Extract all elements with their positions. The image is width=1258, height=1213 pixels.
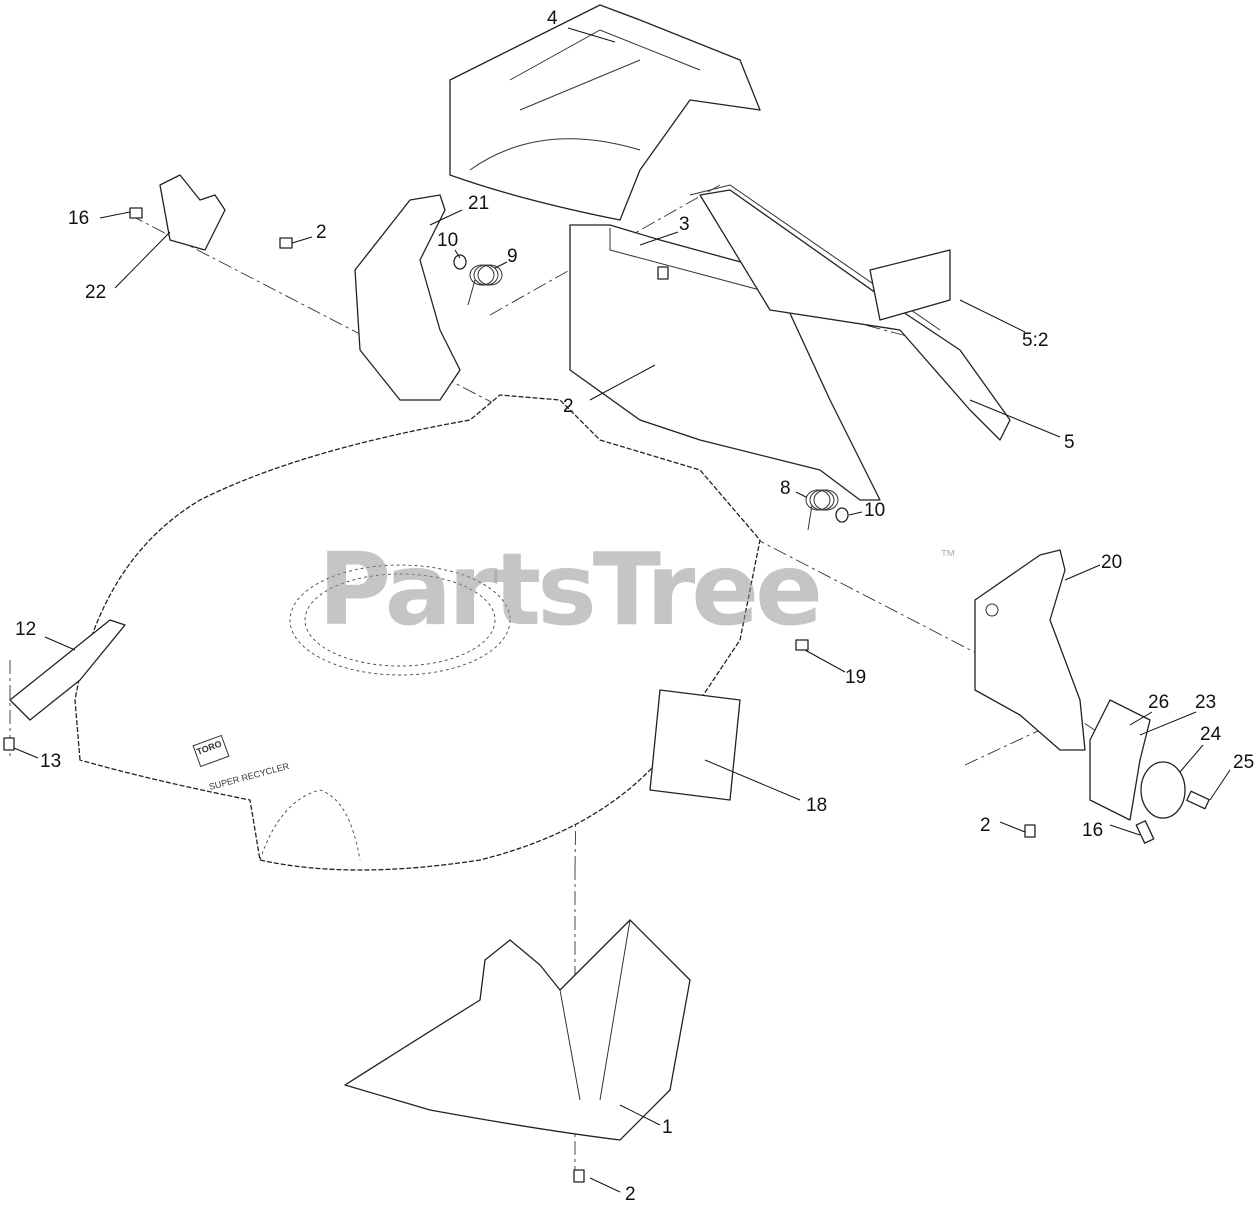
callout-label[interactable]: 20 bbox=[1101, 552, 1123, 573]
callout-label[interactable]: 10 bbox=[437, 230, 459, 251]
part-20-bracket bbox=[974, 549, 1086, 751]
callout-label[interactable]: 2 bbox=[563, 396, 574, 417]
callout-label[interactable]: 18 bbox=[806, 795, 828, 816]
callout-label[interactable]: 12 bbox=[15, 619, 37, 640]
part-22-plate bbox=[159, 174, 226, 251]
callout-label[interactable]: 5 bbox=[1064, 432, 1075, 453]
callout-label[interactable]: 4 bbox=[547, 8, 558, 29]
callout-label[interactable]: 1 bbox=[662, 1117, 673, 1138]
callout-label[interactable]: 5:2 bbox=[1022, 330, 1049, 351]
callout-label[interactable]: 16 bbox=[1082, 820, 1104, 841]
callout-label[interactable]: 2 bbox=[625, 1184, 636, 1205]
callout-label[interactable]: 22 bbox=[85, 282, 107, 303]
callout-label[interactable]: 25 bbox=[1233, 752, 1255, 773]
part-25-bolt bbox=[1186, 790, 1210, 810]
part-24-washer bbox=[1140, 761, 1186, 819]
callout-label[interactable]: 13 bbox=[40, 751, 62, 772]
callout-label[interactable]: 10 bbox=[864, 500, 886, 521]
mower-deck: SUPER RECYCLER TORO bbox=[74, 394, 761, 871]
callout-label[interactable]: 9 bbox=[507, 246, 518, 267]
part-10-washer-right bbox=[835, 507, 849, 523]
part-23-plate bbox=[1089, 699, 1151, 821]
part-18-flap bbox=[649, 689, 741, 801]
part-21-bracket bbox=[354, 194, 461, 401]
callout-label[interactable]: 26 bbox=[1148, 692, 1170, 713]
callout-label[interactable]: 23 bbox=[1195, 692, 1217, 713]
callout-label[interactable]: 2 bbox=[980, 815, 991, 836]
watermark-trademark: ™ bbox=[940, 548, 956, 565]
part-12-bar bbox=[9, 619, 126, 721]
part-1-lower-chute bbox=[344, 919, 691, 1141]
callout-label[interactable]: 3 bbox=[679, 214, 690, 235]
part-5-2-decal bbox=[869, 249, 951, 321]
part-4-upper-chute bbox=[449, 4, 761, 221]
leader-lines bbox=[13, 27, 1231, 1193]
part-10-washer-left bbox=[453, 254, 467, 270]
callout-label[interactable]: 19 bbox=[845, 667, 867, 688]
callout-label[interactable]: 16 bbox=[68, 208, 90, 229]
callout-label[interactable]: 2 bbox=[316, 222, 327, 243]
watermark: PartsTree bbox=[318, 531, 823, 648]
callout-label[interactable]: 21 bbox=[468, 193, 490, 214]
part-5-flap-assembly bbox=[699, 189, 1011, 441]
part-3-rear-door bbox=[569, 224, 881, 501]
callout-label[interactable]: 24 bbox=[1200, 724, 1222, 745]
callout-label[interactable]: 8 bbox=[780, 478, 791, 499]
part-9-spring bbox=[467, 264, 503, 306]
part-8-spring bbox=[805, 489, 839, 531]
part-16-bolt-right bbox=[1135, 820, 1155, 844]
